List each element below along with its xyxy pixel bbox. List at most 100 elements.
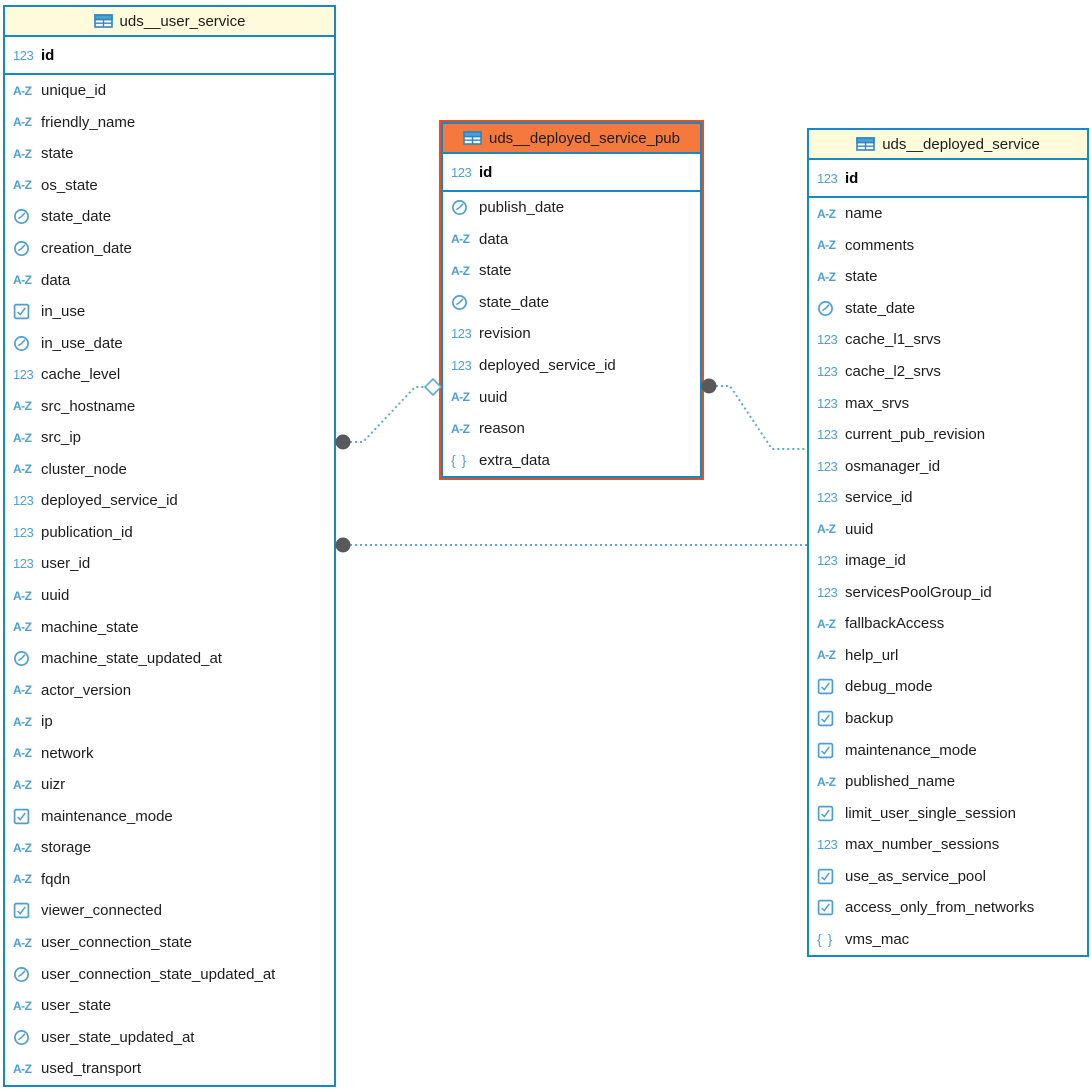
column-row[interactable]: use_as_service_pool: [809, 860, 1087, 892]
column-row[interactable]: machine_state_updated_at: [5, 643, 334, 675]
column-row[interactable]: access_only_from_networks: [809, 892, 1087, 924]
number-type-icon-glyph: 123: [13, 556, 34, 572]
column-row[interactable]: state_date: [5, 201, 334, 233]
column-row[interactable]: user_connection_state_updated_at: [5, 958, 334, 990]
column-row[interactable]: publish_date: [443, 192, 700, 224]
number-type-icon-glyph: 123: [817, 458, 838, 474]
column-name: id: [845, 169, 859, 187]
column-row[interactable]: maintenance_mode: [809, 734, 1087, 766]
table-header[interactable]: uds__user_service: [5, 7, 334, 37]
relationship-connector-uds__user_service--uds__deployed_service_pub[interactable]: [350, 386, 425, 443]
string-type-icon: A-Z: [817, 617, 845, 631]
column-name: src_hostname: [41, 397, 136, 415]
column-row[interactable]: in_use: [5, 296, 334, 328]
number-type-icon-glyph: 123: [451, 358, 472, 373]
column-name: published_name: [845, 773, 956, 791]
column-row[interactable]: viewer_connected: [5, 895, 334, 927]
number-type-icon-glyph: 123: [13, 493, 34, 509]
datetime-type-icon: [13, 240, 41, 257]
column-row[interactable]: debug_mode: [809, 671, 1087, 703]
string-type-icon-glyph: A-Z: [13, 872, 32, 887]
column-row[interactable]: user_state_updated_at: [5, 1021, 334, 1053]
string-type-icon-glyph: A-Z: [451, 421, 470, 436]
table-header[interactable]: uds__deployed_service_pub: [443, 124, 700, 154]
column-row[interactable]: backup: [809, 703, 1087, 735]
clock-icon: [14, 241, 29, 256]
string-type-icon: A-Z: [817, 522, 845, 536]
column-row[interactable]: maintenance_mode: [5, 801, 334, 833]
column-name: maintenance_mode: [845, 741, 977, 759]
relationship-connector-uds__deployed_service_pub--uds__deployed_service[interactable]: [716, 385, 807, 450]
column-name: os_state: [41, 176, 98, 194]
column-row[interactable]: state_date: [443, 287, 700, 319]
table-title: uds__deployed_service: [882, 135, 1040, 153]
boolean-type-icon: [13, 902, 41, 919]
table-header[interactable]: uds__deployed_service: [809, 130, 1087, 160]
number-type-icon: 123: [451, 358, 479, 373]
column-row[interactable]: { }extra_data: [443, 444, 700, 476]
string-type-icon-glyph: A-Z: [13, 146, 32, 161]
column-row[interactable]: in_use_date: [5, 327, 334, 359]
number-type-icon-glyph: 123: [817, 490, 838, 506]
number-type-icon: 123: [817, 364, 845, 379]
column-row[interactable]: { }vms_mac: [809, 924, 1087, 956]
column-row[interactable]: state_date: [809, 293, 1087, 325]
column-name: revision: [479, 325, 531, 343]
number-type-icon: 123: [817, 396, 845, 411]
column-row[interactable]: limit_user_single_session: [809, 797, 1087, 829]
column-row[interactable]: creation_date: [5, 233, 334, 265]
string-type-icon: A-Z: [451, 264, 479, 278]
